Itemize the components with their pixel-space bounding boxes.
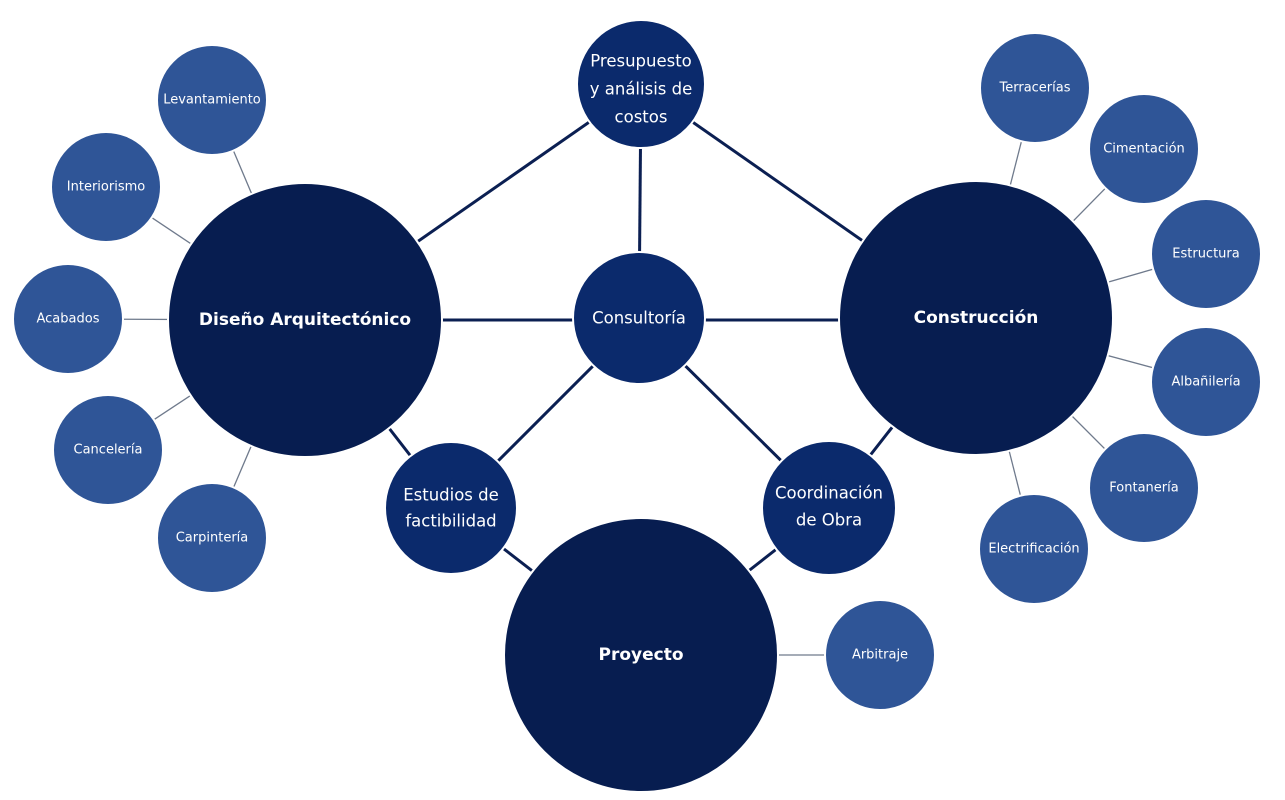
node-label: Carpintería xyxy=(176,531,249,546)
node-cimentacion: Cimentación xyxy=(1088,93,1200,205)
node-label-line: de Obra xyxy=(796,511,862,530)
node-fontaneria: Fontanería xyxy=(1088,432,1200,544)
node-label: Terracerías xyxy=(999,81,1071,96)
node-label-line: factibilidad xyxy=(405,512,496,531)
node-acabados: Acabados xyxy=(12,263,124,375)
node-label: Proyecto xyxy=(598,645,683,665)
node-levantamiento: Levantamiento xyxy=(156,44,268,156)
node-arbitraje: Arbitraje xyxy=(824,599,936,711)
node-estructura: Estructura xyxy=(1150,198,1262,310)
node-label: Construcción xyxy=(914,308,1039,328)
node-label: Electrificación xyxy=(988,542,1079,557)
node-label-line: Estudios de xyxy=(403,486,499,505)
node-label-line: Presupuesto xyxy=(590,52,692,71)
node-diseno-arquitectonico: Diseño Arquitectónico xyxy=(167,182,443,458)
node-estudios-factibilidad: Estudios de factibilidad xyxy=(384,441,518,575)
node-label-line: y análisis de xyxy=(590,80,693,99)
node-label: Cimentación xyxy=(1103,142,1185,157)
node-label-line: Coordinación xyxy=(775,484,883,503)
node-proyecto: Proyecto xyxy=(503,517,779,793)
node-consultoria: Consultoría xyxy=(572,251,706,385)
node-label: Acabados xyxy=(37,312,100,327)
node-label: Interiorismo xyxy=(67,180,145,195)
node-electrificacion: Electrificación xyxy=(978,493,1090,605)
node-label: Levantamiento xyxy=(163,93,261,108)
node-albanileria: Albañilería xyxy=(1150,326,1262,438)
node-label: Estructura xyxy=(1172,247,1239,262)
node-label: Fontanería xyxy=(1109,481,1178,496)
node-presupuesto: Presupuesto y análisis de costos xyxy=(576,19,706,149)
node-terracerias: Terracerías xyxy=(979,32,1091,144)
node-label: Consultoría xyxy=(592,309,686,328)
node-label: Albañilería xyxy=(1171,375,1240,390)
node-carpinteria: Carpintería xyxy=(156,482,268,594)
node-label: Diseño Arquitectónico xyxy=(199,310,411,330)
node-label: Arbitraje xyxy=(852,648,908,663)
node-label-line: costos xyxy=(615,108,668,127)
node-coordinacion-obra: Coordinación de Obra xyxy=(761,440,897,576)
node-label: Cancelería xyxy=(74,443,143,458)
node-canceleria: Cancelería xyxy=(52,394,164,506)
node-construccion: Construcción xyxy=(838,180,1114,456)
node-interiorismo: Interiorismo xyxy=(50,131,162,243)
